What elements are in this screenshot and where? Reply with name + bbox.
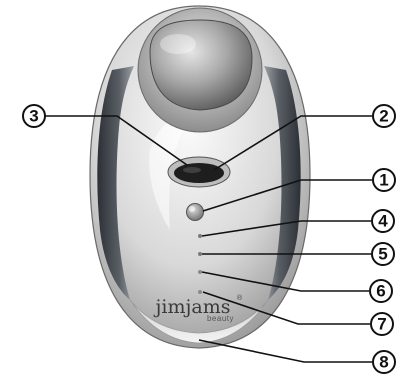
indicator-light-6 — [198, 270, 202, 274]
treatment-head — [138, 8, 262, 132]
callout-6-label: 6 — [376, 282, 385, 301]
callout-7-label: 7 — [377, 315, 386, 334]
indicator-light-4 — [198, 234, 202, 238]
callout-2: 2 — [373, 105, 395, 127]
control-window — [168, 157, 230, 187]
callout-3-label: 3 — [29, 107, 38, 126]
brand-registered-mark: ® — [237, 294, 243, 302]
brand-subtitle: beauty — [207, 314, 234, 323]
callout-8: 8 — [373, 351, 395, 373]
callout-7: 7 — [371, 313, 393, 335]
power-button[interactable] — [187, 204, 204, 221]
callout-4: 4 — [372, 210, 394, 232]
callout-3: 3 — [23, 105, 45, 127]
callout-5-label: 5 — [378, 245, 387, 264]
callout-5: 5 — [372, 243, 394, 265]
callout-8-label: 8 — [379, 353, 388, 372]
callout-6: 6 — [370, 280, 392, 302]
callout-1: 1 — [373, 169, 395, 191]
callout-1-label: 1 — [379, 171, 388, 190]
callout-4-label: 4 — [378, 212, 388, 231]
indicator-light-7 — [198, 290, 202, 294]
callout-2-label: 2 — [379, 107, 388, 126]
indicator-light-5 — [198, 252, 202, 256]
